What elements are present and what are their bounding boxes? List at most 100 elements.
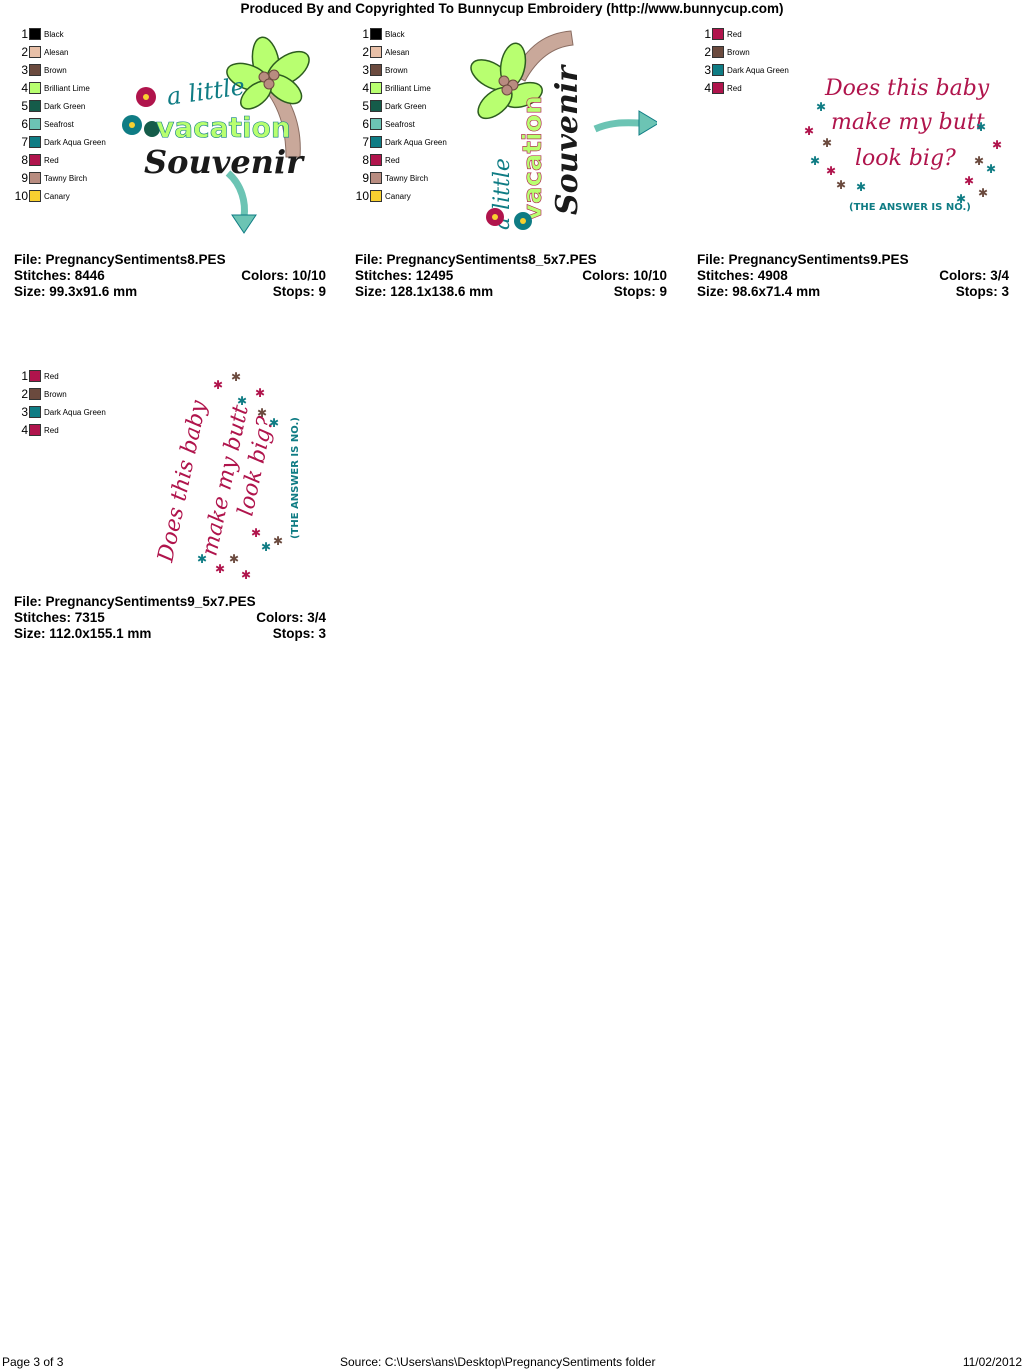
thread-color-row: 4 Brilliant Lime bbox=[14, 79, 106, 97]
file-name: File: PregnancySentiments8.PES bbox=[14, 252, 226, 267]
svg-text:✱: ✱ bbox=[261, 540, 271, 554]
color-count: Colors: 10/10 bbox=[241, 268, 326, 283]
thread-color-row: 8 Red bbox=[355, 151, 447, 169]
thread-color-name: Red bbox=[385, 155, 400, 165]
thread-color-number: 3 bbox=[704, 63, 711, 77]
thread-color-name: Dark Aqua Green bbox=[385, 137, 447, 147]
thread-color-number: 7 bbox=[21, 135, 28, 149]
design-preview-image: a little vacation Souvenir bbox=[122, 36, 310, 234]
thread-color-swatch bbox=[29, 46, 41, 58]
svg-text:✱: ✱ bbox=[257, 406, 267, 420]
thread-color-name: Dark Aqua Green bbox=[727, 65, 789, 75]
thread-color-row: 10 Canary bbox=[355, 187, 447, 205]
page-number: Page 3 of 3 bbox=[2, 1355, 64, 1369]
thread-color-swatch bbox=[29, 28, 41, 40]
thread-color-swatch bbox=[29, 154, 41, 166]
thread-color-name: Alesan bbox=[385, 47, 410, 57]
thread-color-swatch bbox=[370, 118, 382, 130]
thread-color-swatch bbox=[370, 28, 382, 40]
thread-color-number: 6 bbox=[21, 117, 28, 131]
thread-color-number: 10 bbox=[355, 189, 369, 203]
art-text-line-1: Does this baby bbox=[824, 76, 990, 101]
thread-color-swatch bbox=[370, 190, 382, 202]
thread-color-row: 6 Seafrost bbox=[14, 115, 106, 133]
svg-text:✱: ✱ bbox=[241, 568, 251, 582]
thread-color-number: 4 bbox=[362, 81, 369, 95]
thread-color-number: 4 bbox=[704, 81, 711, 95]
print-date: 11/02/2012 bbox=[962, 1355, 1022, 1369]
thread-color-name: Brown bbox=[385, 65, 408, 75]
svg-text:✱: ✱ bbox=[237, 394, 247, 408]
flower-icons: ✱ ✱ ✱ ✱ ✱ ✱ ✱ ✱ ✱ ✱ ✱ ✱ ✱ bbox=[197, 370, 283, 582]
stop-count: Stops: 9 bbox=[272, 284, 326, 299]
thread-color-swatch bbox=[370, 82, 382, 94]
design-size: Size: 99.3x91.6 mm bbox=[14, 284, 138, 299]
svg-text:✱: ✱ bbox=[197, 552, 207, 566]
thread-color-name: Seafrost bbox=[44, 119, 74, 129]
thread-color-number: 4 bbox=[21, 423, 28, 437]
thread-color-number: 1 bbox=[704, 27, 711, 41]
thread-color-swatch bbox=[29, 64, 41, 76]
thread-color-swatch bbox=[29, 136, 41, 148]
art-text-line-2: make my butt bbox=[831, 110, 985, 135]
hibiscus-flower-icon bbox=[486, 208, 532, 230]
arrow-icon bbox=[593, 119, 642, 133]
svg-text:✱: ✱ bbox=[992, 138, 1002, 152]
thread-color-number: 3 bbox=[21, 405, 28, 419]
thread-color-name: Red bbox=[727, 29, 742, 39]
svg-text:✱: ✱ bbox=[836, 178, 846, 192]
art-text-line-2: vacation bbox=[156, 111, 291, 144]
thread-color-name: Brown bbox=[727, 47, 750, 57]
thread-color-number: 5 bbox=[21, 99, 28, 113]
design-preview-image: a little vacation Souvenir bbox=[470, 30, 657, 230]
svg-text:✱: ✱ bbox=[215, 562, 225, 576]
source-path: Source: C:\Users\ans\Desktop\PregnancySe… bbox=[340, 1355, 656, 1369]
thread-color-name: Dark Green bbox=[44, 101, 86, 111]
design-info: File: PregnancySentiments9_5x7.PES Stitc… bbox=[14, 594, 326, 642]
thread-color-number: 8 bbox=[21, 153, 28, 167]
file-name: File: PregnancySentiments8_5x7.PES bbox=[355, 252, 597, 267]
thread-color-row: 3 Dark Aqua Green bbox=[697, 61, 789, 79]
thread-color-swatch bbox=[370, 154, 382, 166]
art-text-line-3: Souvenir bbox=[550, 64, 585, 215]
design-size: Size: 128.1x138.6 mm bbox=[355, 284, 494, 299]
svg-text:✱: ✱ bbox=[856, 180, 866, 194]
stitch-count: Stitches: 4908 bbox=[697, 268, 788, 283]
svg-text:✱: ✱ bbox=[964, 174, 974, 188]
thread-color-number: 8 bbox=[362, 153, 369, 167]
thread-color-swatch bbox=[29, 388, 41, 400]
svg-text:✱: ✱ bbox=[251, 526, 261, 540]
arrow-icon bbox=[225, 170, 248, 218]
thread-color-name: Brown bbox=[44, 389, 67, 399]
svg-text:✱: ✱ bbox=[229, 552, 239, 566]
svg-text:✱: ✱ bbox=[231, 370, 241, 384]
thread-color-swatch bbox=[370, 100, 382, 112]
thread-color-name: Canary bbox=[385, 191, 411, 201]
thread-color-name: Seafrost bbox=[385, 119, 415, 129]
thread-color-number: 9 bbox=[362, 171, 369, 185]
thread-color-name: Brilliant Lime bbox=[44, 83, 90, 93]
thread-color-number: 4 bbox=[21, 81, 28, 95]
thread-color-swatch bbox=[712, 28, 724, 40]
flower-icons: ✱ ✱ ✱ ✱ ✱ ✱ ✱ ✱ ✱ ✱ ✱ ✱ ✱ ✱ bbox=[804, 100, 1002, 206]
design-size: Size: 112.0x155.1 mm bbox=[14, 626, 152, 641]
thread-color-number: 1 bbox=[21, 369, 28, 383]
thread-color-number: 3 bbox=[362, 63, 369, 77]
art-text-line-3: look big? bbox=[855, 146, 956, 171]
stop-count: Stops: 9 bbox=[613, 284, 667, 299]
thread-color-number: 3 bbox=[21, 63, 28, 77]
thread-color-number: 7 bbox=[362, 135, 369, 149]
